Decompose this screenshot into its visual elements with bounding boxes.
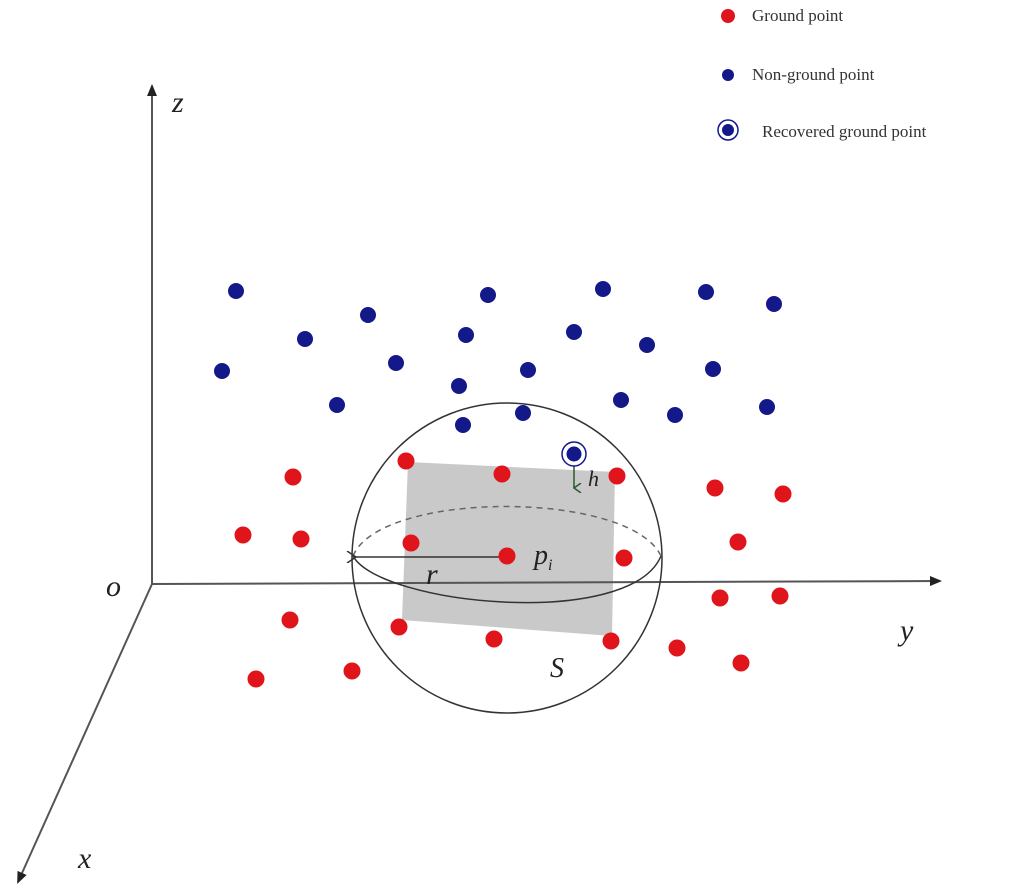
legend-ground-point-icon bbox=[721, 9, 735, 23]
legend: Ground point Non-ground point Recovered … bbox=[717, 6, 927, 141]
center-point-label: pi bbox=[532, 540, 552, 574]
ground-point bbox=[608, 467, 626, 485]
non-ground-point bbox=[455, 417, 471, 433]
ground-point bbox=[390, 618, 408, 636]
ground-point bbox=[771, 587, 789, 605]
non-ground-point bbox=[329, 397, 345, 413]
non-ground-point bbox=[515, 405, 531, 421]
legend-recovered-point-label: Recovered ground point bbox=[762, 122, 927, 141]
ground-point bbox=[615, 549, 633, 567]
ground-point bbox=[343, 662, 361, 680]
recovered-ground-point bbox=[566, 446, 582, 462]
non-ground-point bbox=[667, 407, 683, 423]
non-ground-point bbox=[360, 307, 376, 323]
axes bbox=[17, 84, 942, 884]
ground-point bbox=[602, 632, 620, 650]
y-axis-label: y bbox=[897, 614, 914, 647]
ground-point bbox=[402, 534, 420, 552]
ground-point bbox=[247, 670, 265, 688]
non-ground-point bbox=[759, 399, 775, 415]
non-ground-point bbox=[639, 337, 655, 353]
non-ground-point bbox=[214, 363, 230, 379]
non-ground-point bbox=[595, 281, 611, 297]
ground-point bbox=[284, 468, 302, 486]
ground-point bbox=[774, 485, 792, 503]
non-ground-point bbox=[297, 331, 313, 347]
ground-point bbox=[397, 452, 415, 470]
non-ground-point bbox=[766, 296, 782, 312]
ground-point bbox=[281, 611, 299, 629]
ground-point bbox=[729, 533, 747, 551]
sphere-equator-front bbox=[352, 555, 662, 604]
ground-point bbox=[234, 526, 252, 544]
non-ground-point bbox=[228, 283, 244, 299]
origin-label: o bbox=[106, 570, 121, 603]
non-ground-point bbox=[698, 284, 714, 300]
sphere-equator-back bbox=[352, 505, 662, 557]
non-ground-point bbox=[458, 327, 474, 343]
ground-point bbox=[493, 465, 511, 483]
legend-non-ground-point-label: Non-ground point bbox=[752, 65, 875, 84]
ground-point bbox=[706, 479, 724, 497]
non-ground-point bbox=[451, 378, 467, 394]
ground-point bbox=[711, 589, 729, 607]
non-ground-point bbox=[705, 361, 721, 377]
ground-point bbox=[668, 639, 686, 657]
height-label: h bbox=[588, 466, 599, 491]
ground-point bbox=[732, 654, 750, 672]
recovered-ground-points bbox=[561, 441, 587, 467]
x-axis bbox=[17, 583, 153, 884]
y-axis bbox=[151, 576, 942, 587]
sphere-label: S bbox=[550, 653, 564, 684]
legend-non-ground-point-icon bbox=[722, 69, 734, 81]
non-ground-point bbox=[388, 355, 404, 371]
non-ground-point bbox=[520, 362, 536, 378]
legend-ground-point-label: Ground point bbox=[752, 6, 843, 25]
search-sphere bbox=[352, 402, 663, 714]
non-ground-point bbox=[566, 324, 582, 340]
z-axis-label: z bbox=[171, 86, 184, 119]
ground-point bbox=[292, 530, 310, 548]
x-axis-label: x bbox=[77, 842, 92, 875]
non-ground-point bbox=[613, 392, 629, 408]
ground-point bbox=[485, 630, 503, 648]
non-ground-point bbox=[480, 287, 496, 303]
legend-recovered-point-icon bbox=[717, 119, 739, 141]
non-ground-points bbox=[214, 281, 782, 433]
ground-point bbox=[498, 547, 516, 565]
ground-points bbox=[234, 452, 792, 688]
radius-label: r bbox=[426, 558, 438, 591]
